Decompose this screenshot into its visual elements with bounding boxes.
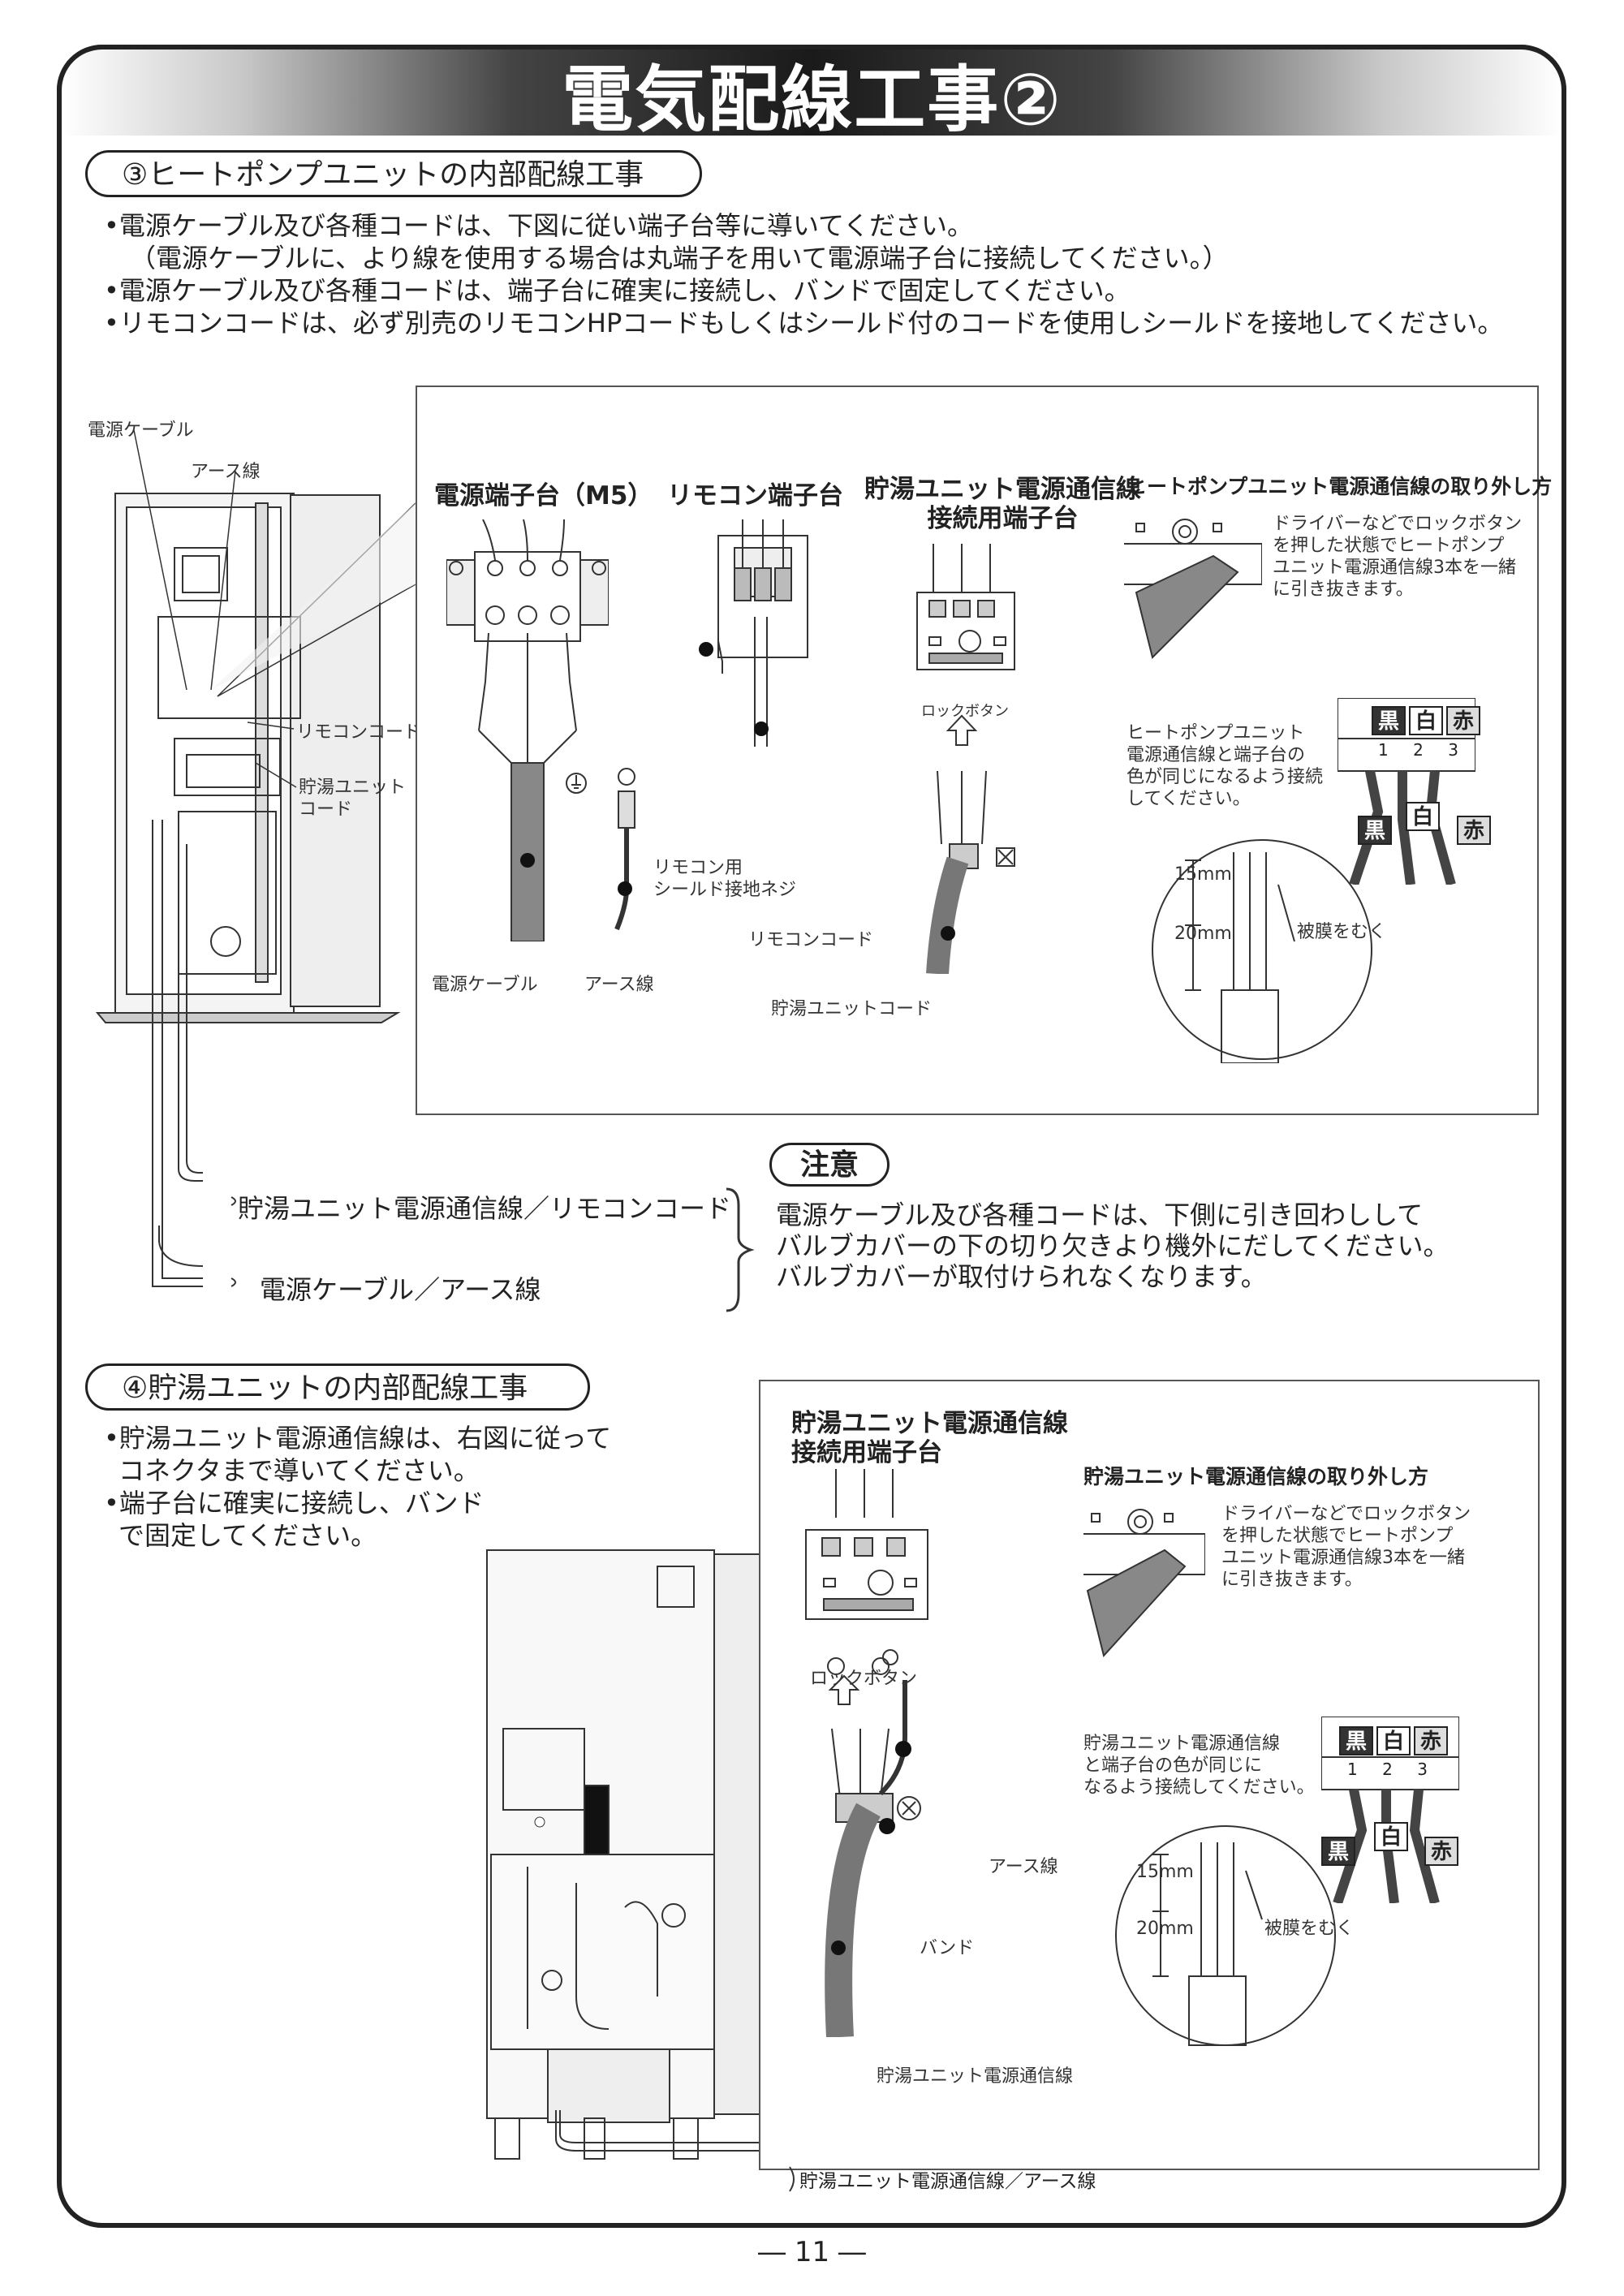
hp-strip-circle	[1152, 839, 1372, 1063]
hp-terminal-numbers: 1 2 3	[1378, 740, 1458, 760]
hp-wire-black: 黒	[1358, 816, 1392, 845]
section4-bullets: •貯湯ユニット電源通信線は、右図に従って コネクタまで導いてください。 •端子台…	[104, 1422, 611, 1552]
tank-terminal-number: 1	[1347, 1760, 1358, 1779]
section3-bullets: •電源ケーブル及び各種コードは、下図に従い端子台等に導いてください。 （電源ケー…	[104, 209, 1503, 339]
tank-color-black: 黒	[1339, 1726, 1373, 1755]
section3-heading: ③ヒートポンプユニットの内部配線工事	[85, 150, 702, 197]
tank-removal-title: 貯湯ユニット電源通信線の取り外し方	[1083, 1465, 1429, 1488]
hp-dim-20: 20mm	[1174, 924, 1232, 944]
power-terminal-title: 電源端子台（M5）	[434, 481, 653, 510]
tank-color-red: 赤	[1414, 1726, 1448, 1755]
tank-earth-wire-label: アース線	[989, 1857, 1058, 1877]
section4-heading: ④貯湯ユニットの内部配線工事	[85, 1363, 590, 1411]
remocon-terminal-title: リモコン端子台	[667, 481, 843, 510]
tank-band-label: バンド	[920, 1938, 975, 1958]
hp-dim-15: 15mm	[1174, 864, 1232, 885]
tank-terminal-title: 貯湯ユニット電源通信線 接続用端子台	[864, 475, 1141, 533]
tank-terminal-number: 3	[1417, 1760, 1428, 1779]
detail-remocon-cord: リモコンコード	[748, 930, 874, 950]
tank-route-bracket	[789, 2166, 795, 2192]
bullet-2: （電源ケーブルに、より線を使用する場合は丸端子を用いて電源端子台に接続してくださ…	[130, 243, 1229, 274]
tank-dim-15: 15mm	[1136, 1862, 1194, 1882]
detail-earth-wire: アース線	[584, 975, 654, 995]
remocon-terminal-drawing	[699, 519, 808, 747]
bullet-4: で固定してください。	[118, 1520, 377, 1551]
hp-label-remocon-cord: リモコンコード	[296, 722, 422, 743]
tank-color-white: 白	[1376, 1726, 1411, 1755]
hp-wire-white: 白	[1406, 802, 1440, 831]
caution-heading: 注意	[769, 1143, 890, 1187]
detail-tank-cord: 貯湯ユニットコード	[771, 999, 933, 1019]
heatpump-unit-drawing	[95, 429, 401, 1287]
hp-label-earth-wire: アース線	[191, 462, 261, 482]
hp-label-tank-cord: 貯湯ユニット コード	[299, 778, 407, 820]
tank-terminal-number: 2	[1382, 1760, 1393, 1779]
shield-screw-label: リモコン用 シールド接地ネジ	[653, 858, 797, 900]
hp-removal-diagram	[1124, 519, 1262, 659]
tank-wire-black: 黒	[1321, 1837, 1355, 1866]
hp-terminal-number: 3	[1448, 740, 1458, 760]
tank-wire-white: 白	[1374, 1822, 1408, 1851]
tank-terminal-numbers: 1 2 3	[1347, 1760, 1428, 1779]
hp-color-white: 白	[1409, 706, 1443, 735]
bullet-2: コネクタまで導いてください。	[118, 1455, 480, 1486]
tank-terminal-title-4: 貯湯ユニット電源通信線 接続用端子台	[791, 1409, 1068, 1467]
lock-button-label-4: ロックボタン	[810, 1669, 918, 1689]
hp-terminal-number: 2	[1413, 740, 1424, 760]
route-brackets	[230, 1187, 755, 1312]
power-terminal-drawing	[446, 519, 609, 941]
page-title: 電気配線工事②	[562, 58, 1062, 141]
tank-dim-20: 20mm	[1136, 1919, 1194, 1939]
hp-wire-red: 赤	[1457, 816, 1491, 845]
hp-removal-title: ヒートポンプユニット電源通信線の取り外し方	[1126, 475, 1553, 498]
tank-strip-label: 被膜をむく	[1264, 1919, 1355, 1939]
tank-comm-wire-label: 貯湯ユニット電源通信線	[877, 2066, 1074, 2087]
bullet-3: •端子台に確実に接続し、バンド	[104, 1488, 485, 1518]
tank-terminal-drawing-4	[805, 1469, 928, 2037]
hp-color-note: ヒートポンプユニット 電源通信線と端子台の 色が同じになるよう接続 してください…	[1126, 723, 1324, 809]
earth-lead-drawing	[566, 768, 635, 931]
hp-label-power-cable: 電源ケーブル	[88, 420, 194, 441]
hp-strip-label: 被膜をむく	[1297, 922, 1387, 942]
tank-color-note: 貯湯ユニット電源通信線 と端子台の色が同じに なるよう接続してください。	[1083, 1734, 1315, 1798]
bullet-1: •貯湯ユニット電源通信線は、右図に従って	[104, 1423, 612, 1454]
bullet-1: •電源ケーブル及び各種コードは、下図に従い端子台等に導いてください。	[104, 210, 974, 241]
detail-power-cable: 電源ケーブル	[432, 975, 538, 995]
bullet-4: •リモコンコードは、必ず別売のリモコンHPコードもしくはシールド付のコードを使用…	[104, 308, 1504, 338]
bullet-3: •電源ケーブル及び各種コードは、端子台に確実に接続し、バンドで固定してください。	[104, 275, 1131, 306]
route-label-lower: 電源ケーブル／アース線	[260, 1274, 541, 1305]
tank-route-label: 貯湯ユニット電源通信線／アース線	[799, 2171, 1096, 2192]
tank-removal-note: ドライバーなどでロックボタン を押した状態でヒートポンプ ユニット電源通信線3本…	[1221, 1504, 1471, 1590]
hp-terminal-number: 1	[1378, 740, 1389, 760]
hp-removal-note: ドライバーなどでロックボタン を押した状態でヒートポンプ ユニット電源通信線3本…	[1273, 514, 1523, 600]
tank-removal-diagram	[1083, 1509, 1205, 1658]
tank-terminal-drawing-3	[916, 544, 1015, 974]
hp-color-black: 黒	[1372, 706, 1406, 735]
hp-color-red: 赤	[1446, 706, 1480, 735]
title-bar	[57, 45, 1566, 136]
tank-unit-drawing	[486, 1549, 787, 2160]
page-number: ― 11 ―	[758, 2236, 866, 2268]
lock-button-label-3: ロックボタン	[921, 703, 1009, 720]
caution-text: 電源ケーブル及び各種コードは、下側に引き回わしして バルブカバーの下の切り欠きよ…	[776, 1200, 1450, 1292]
tank-strip-circle	[1115, 1825, 1336, 2046]
route-label-upper: 貯湯ユニット電源通信線／リモコンコード	[238, 1193, 732, 1224]
tank-wire-red: 赤	[1424, 1837, 1458, 1866]
